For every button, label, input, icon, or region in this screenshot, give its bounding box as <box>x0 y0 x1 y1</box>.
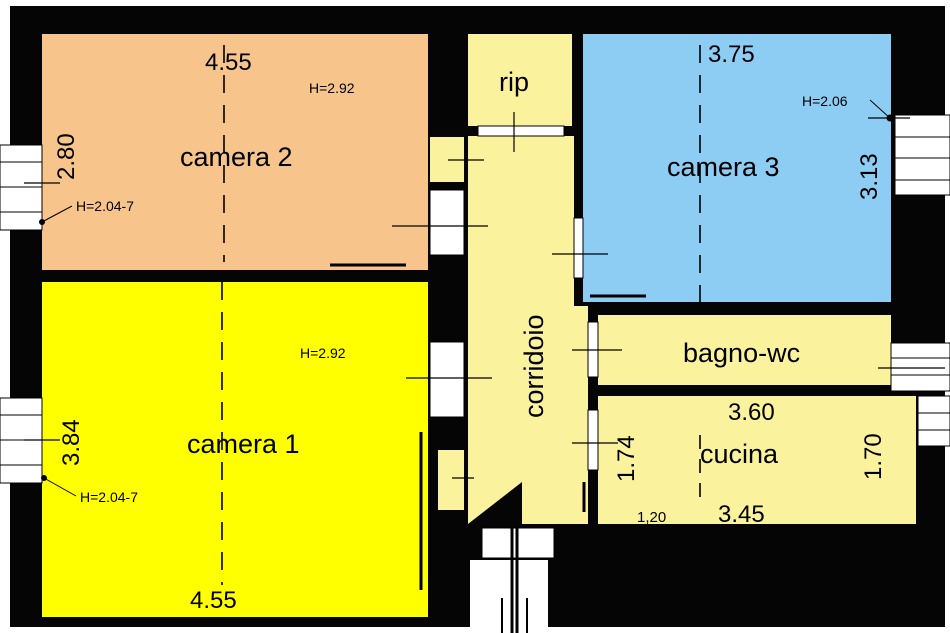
dimension-cucina-small: 1,20 <box>637 509 666 526</box>
furniture-marks <box>330 263 646 590</box>
room-camera-2[interactable] <box>42 34 428 270</box>
window-cucina[interactable] <box>917 395 950 447</box>
height-leaders <box>41 99 891 497</box>
dimension-camera-3-depth: 3.13 <box>856 153 883 200</box>
window-bagno[interactable] <box>890 342 950 392</box>
height-point-camera-3 <box>886 114 894 122</box>
room-label-camera-2: camera 2 <box>180 142 293 172</box>
room-cucina[interactable] <box>598 396 916 524</box>
dimension-cucina-bottom-width: 3.45 <box>718 501 765 528</box>
door-camera-2[interactable] <box>429 189 465 256</box>
room-camera-3[interactable] <box>583 34 891 302</box>
dimension-cucina-left-depth: 1.74 <box>613 435 640 482</box>
door-rip[interactable] <box>477 125 565 137</box>
room-rip[interactable] <box>468 34 572 126</box>
room-label-camera-3: camera 3 <box>667 152 780 182</box>
window-height-camera-1: H=2.04-7 <box>80 489 138 505</box>
dimension-cucina-top-width: 3.60 <box>728 399 775 426</box>
dimension-lines <box>221 45 701 585</box>
door-swing-lines <box>24 112 945 479</box>
niche-left-bottom <box>438 450 464 510</box>
window-camera-3[interactable] <box>894 114 950 196</box>
dimension-camera-2-width: 4.55 <box>205 49 252 76</box>
room-corridoio[interactable] <box>468 136 588 524</box>
height-camera-2: H=2.92 <box>309 80 355 96</box>
dimension-camera-1-depth: 3.84 <box>58 419 85 466</box>
dimension-cucina-right-depth: 1.70 <box>860 433 887 480</box>
room-label-bagno-wc: bagno-wc <box>683 338 800 368</box>
height-camera-1: H=2.92 <box>300 345 346 361</box>
dimension-camera-1-width: 4.55 <box>190 587 237 614</box>
dimension-camera-3-width: 3.75 <box>708 41 755 68</box>
window-height-camera-3: H=2.06 <box>802 93 848 109</box>
door-cucina[interactable] <box>587 409 599 471</box>
room-label-corridoio: corridoio <box>519 314 549 418</box>
height-point-camera-1 <box>41 475 47 481</box>
room-bagno-wc[interactable] <box>598 315 891 385</box>
entrance-door[interactable] <box>470 527 555 633</box>
room-camera-1[interactable] <box>42 282 428 617</box>
room-label-camera-1: camera 1 <box>187 429 300 459</box>
room-label-cucina: cucina <box>700 439 779 469</box>
height-point-camera-2 <box>39 219 45 225</box>
door-camera-3[interactable] <box>573 217 584 279</box>
room-label-rip: rip <box>499 67 529 97</box>
window-height-camera-2: H=2.04-7 <box>76 198 134 214</box>
window-camera-2[interactable] <box>0 144 43 231</box>
door-camera-1[interactable] <box>429 341 465 418</box>
dimension-camera-2-depth: 2.80 <box>53 133 80 180</box>
